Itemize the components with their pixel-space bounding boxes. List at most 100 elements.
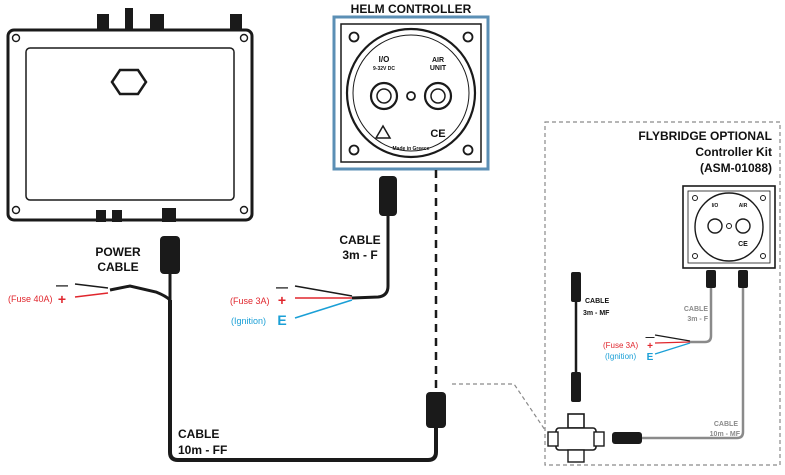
io-connector-icon: [369, 81, 399, 111]
screw-icon: [462, 144, 474, 156]
io-voltage-label: 9-32V DC: [373, 66, 395, 72]
main-control-unit: [6, 8, 254, 222]
power-negative-wire: [74, 283, 109, 289]
flybridge-plug-f: [706, 270, 716, 288]
cable-3m-f-label-line2: 3m - F: [342, 248, 377, 262]
bottom-connector: [96, 210, 106, 222]
flybridge-ce-mark: CE: [738, 241, 748, 248]
air-connector-pins: [430, 88, 446, 104]
t-junction-connector: [547, 413, 605, 463]
flybridge-negative-wire: [654, 334, 691, 342]
flybridge-cable-mf-label-line1: CABLE: [585, 298, 609, 305]
helm-plus-sign: +: [278, 292, 286, 308]
power-fuse-label: (Fuse 40A): [8, 294, 53, 304]
screw-icon: [462, 31, 474, 43]
made-in-label: Made in Greece: [393, 146, 430, 152]
bottom-connector: [162, 208, 176, 222]
power-cable: [74, 236, 180, 304]
helm-negative-wire: [294, 285, 353, 297]
helm-fuse-label: (Fuse 3A): [230, 296, 270, 306]
flybridge-ignition-label: (Ignition): [605, 352, 636, 361]
flybridge-io-connector-icon: [707, 218, 723, 234]
flybridge-air-label: AIR: [739, 203, 748, 209]
t-junction-bottom: [567, 449, 585, 463]
cable-10m-ff-label-line1: CABLE: [178, 427, 219, 441]
io-connector-pins: [376, 88, 392, 104]
flybridge-link-dashed: [452, 383, 546, 431]
screw-icon: [239, 205, 249, 215]
power-positive-wire: [74, 292, 109, 298]
cable-3m-mf-plug-bottom: [571, 372, 581, 402]
helm-ignition-wire: [294, 299, 353, 319]
flybridge-air-connector-icon: [735, 218, 751, 234]
screw-icon: [692, 195, 698, 201]
power-cable-plug: [160, 236, 180, 274]
flybridge-plus-sign: +: [647, 341, 653, 352]
cable-3m-mf-plug-top: [571, 272, 581, 302]
flybridge-positive-wire: [654, 341, 691, 344]
power-minus-sign: —: [56, 278, 68, 292]
screw-icon: [760, 253, 766, 259]
flybridge-title-line2: Controller Kit: [695, 145, 772, 159]
screw-icon: [348, 31, 360, 43]
t-junction-left: [547, 431, 559, 447]
warning-icon: [374, 124, 392, 139]
screw-icon: [11, 205, 21, 215]
flybridge-title-line3: (ASM-01088): [700, 161, 772, 175]
screw-icon: [760, 195, 766, 201]
helm-minus-sign: —: [276, 280, 288, 294]
helm-controller: [332, 15, 490, 216]
helm-controller-dial: [345, 27, 477, 159]
t-junction-top: [567, 413, 585, 429]
helm-controller-title: HELM CONTROLLER: [351, 2, 472, 16]
cable-10m-ff-wire: [168, 300, 438, 462]
top-connector: [150, 14, 164, 30]
flybridge-cable-f-label-line1: CABLE: [684, 306, 708, 313]
flybridge-cable-3m-f-wire: [690, 288, 713, 344]
flybridge-cable-10m-mf-plug: [612, 432, 642, 444]
screw-icon: [692, 253, 698, 259]
helm-ignition-e: E: [277, 312, 286, 328]
power-cable-wire: [109, 274, 172, 304]
top-connector: [230, 14, 242, 30]
center-led-icon: [726, 223, 732, 229]
flybridge-cable-10m-mf-label-line2: 10m - MF: [710, 431, 741, 438]
helm-cable-plug: [379, 176, 397, 216]
top-connector: [97, 14, 109, 30]
ce-mark: CE: [430, 128, 445, 140]
flybridge-io-label: I/O: [712, 203, 719, 209]
flybridge-plug-mf: [738, 270, 748, 288]
cable-3m-f-wire: [351, 216, 390, 300]
cable-3m-f-label-line1: CABLE: [339, 233, 380, 247]
io-label: I/O: [379, 55, 390, 64]
flybridge-controller: [682, 185, 776, 288]
flybridge-ignition-wire: [654, 342, 691, 355]
flybridge-cable-mf-label-line2: 3m - MF: [583, 310, 610, 317]
flybridge-ignition-e: E: [647, 352, 654, 363]
control-unit-panel: [25, 47, 235, 201]
cable-10m-ff-plug: [426, 392, 446, 428]
flybridge-cable-10m-mf-wire: [640, 288, 745, 440]
flybridge-minus-sign: —: [646, 332, 655, 342]
air-label: AIR: [432, 57, 444, 64]
screw-icon: [348, 144, 360, 156]
flybridge-cable-f-label-line2: 3m - F: [687, 316, 708, 323]
air-connector-icon: [423, 81, 453, 111]
screw-icon: [11, 33, 21, 43]
power-cable-label-line1: POWER: [95, 245, 141, 259]
flybridge-dial: [694, 192, 764, 262]
flybridge-cable-10m-mf-label-line1: CABLE: [714, 421, 738, 428]
power-cable-label-line2: CABLE: [97, 260, 138, 274]
flybridge-title-line1: FLYBRIDGE OPTIONAL: [638, 129, 772, 143]
cable-10m-ff-label-line2: 10m - FF: [178, 443, 227, 457]
screw-icon: [239, 33, 249, 43]
hex-nut-icon: [110, 68, 148, 96]
center-led-icon: [406, 91, 416, 101]
bottom-connector: [112, 210, 122, 222]
flybridge-fuse-label: (Fuse 3A): [603, 341, 638, 350]
power-plus-sign: +: [58, 291, 66, 307]
helm-controller-dial-ring: [352, 34, 470, 152]
t-junction-right: [593, 431, 605, 447]
unit-label: UNIT: [430, 65, 447, 72]
